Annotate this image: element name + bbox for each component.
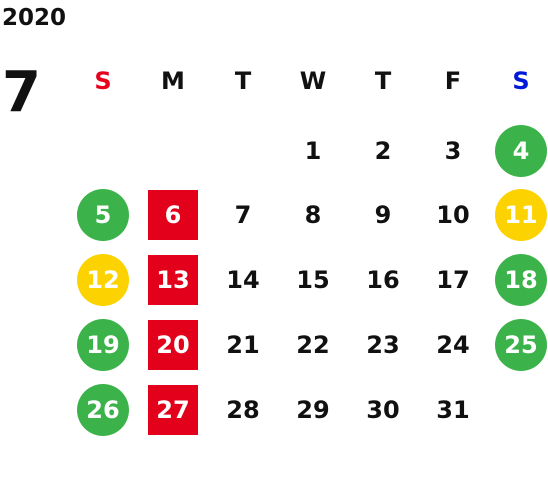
day-cell[interactable]: 20 [143, 317, 203, 373]
yellow-circle-marker [495, 189, 547, 241]
day-cell[interactable]: 29 [283, 382, 343, 438]
green-circle-marker [77, 384, 129, 436]
day-number: 30 [366, 396, 400, 424]
day-cell[interactable]: 6 [143, 187, 203, 243]
day-cell[interactable]: 5 [73, 187, 133, 243]
day-cell[interactable]: 28 [213, 382, 273, 438]
day-number: 5 [94, 201, 112, 229]
day-number: 15 [296, 266, 330, 294]
green-circle-marker [77, 319, 129, 371]
day-cell[interactable]: 7 [213, 187, 273, 243]
day-cell[interactable]: 9 [353, 187, 413, 243]
weekday-label: S [94, 67, 112, 95]
day-cell[interactable]: 16 [353, 252, 413, 308]
day-cell[interactable]: 12 [73, 252, 133, 308]
day-number: 22 [296, 331, 330, 359]
day-number: 27 [156, 396, 190, 424]
day-number: 1 [304, 137, 322, 165]
red-square-marker [148, 385, 198, 435]
weekday-label: M [161, 67, 185, 95]
day-number: 28 [226, 396, 260, 424]
month-label: 7 [2, 60, 41, 125]
day-number: 17 [436, 266, 470, 294]
day-cell[interactable]: 24 [423, 317, 483, 373]
day-number: 11 [504, 201, 538, 229]
green-circle-marker [495, 125, 547, 177]
day-cell[interactable]: 25 [491, 317, 548, 373]
day-number: 16 [366, 266, 400, 294]
day-cell[interactable]: 14 [213, 252, 273, 308]
weekday-label: W [299, 67, 327, 95]
day-number: 12 [86, 266, 120, 294]
red-square-marker [148, 255, 198, 305]
day-number: 2 [374, 137, 392, 165]
day-number: 23 [366, 331, 400, 359]
day-cell[interactable]: 21 [213, 317, 273, 373]
day-number: 13 [156, 266, 190, 294]
day-number: 31 [436, 396, 470, 424]
day-number: 3 [444, 137, 462, 165]
day-cell[interactable]: 17 [423, 252, 483, 308]
day-cell[interactable]: 22 [283, 317, 343, 373]
day-number: 21 [226, 331, 260, 359]
red-square-marker [148, 320, 198, 370]
day-cell[interactable]: 4 [491, 123, 548, 179]
day-cell[interactable]: 23 [353, 317, 413, 373]
day-cell[interactable]: 19 [73, 317, 133, 373]
day-cell[interactable]: 10 [423, 187, 483, 243]
day-cell[interactable]: 18 [491, 252, 548, 308]
day-number: 10 [436, 201, 470, 229]
day-cell[interactable]: 1 [283, 123, 343, 179]
day-number: 9 [374, 201, 392, 229]
day-cell[interactable]: 30 [353, 382, 413, 438]
day-number: 19 [86, 331, 120, 359]
day-number: 6 [164, 201, 182, 229]
day-cell[interactable]: 27 [143, 382, 203, 438]
day-cell[interactable]: 31 [423, 382, 483, 438]
yellow-circle-marker [77, 254, 129, 306]
day-number: 8 [304, 201, 322, 229]
day-number: 25 [504, 331, 538, 359]
day-number: 14 [226, 266, 260, 294]
day-cell[interactable]: 2 [353, 123, 413, 179]
day-cell[interactable]: 8 [283, 187, 343, 243]
green-circle-marker [77, 189, 129, 241]
day-number: 26 [86, 396, 120, 424]
weekday-label: S [512, 67, 530, 95]
day-cell[interactable]: 26 [73, 382, 133, 438]
day-number: 7 [234, 201, 252, 229]
green-circle-marker [495, 319, 547, 371]
weekday-label: T [374, 67, 392, 95]
year-label: 2020 [2, 5, 67, 31]
day-number: 24 [436, 331, 470, 359]
day-cell[interactable]: 13 [143, 252, 203, 308]
day-cell[interactable]: 11 [491, 187, 548, 243]
weekday-label: F [444, 67, 462, 95]
day-number: 18 [504, 266, 538, 294]
day-number: 20 [156, 331, 190, 359]
day-cell[interactable]: 15 [283, 252, 343, 308]
day-number: 29 [296, 396, 330, 424]
green-circle-marker [495, 254, 547, 306]
red-square-marker [148, 190, 198, 240]
weekday-label: T [234, 67, 252, 95]
day-number: 4 [512, 137, 530, 165]
day-cell[interactable]: 3 [423, 123, 483, 179]
